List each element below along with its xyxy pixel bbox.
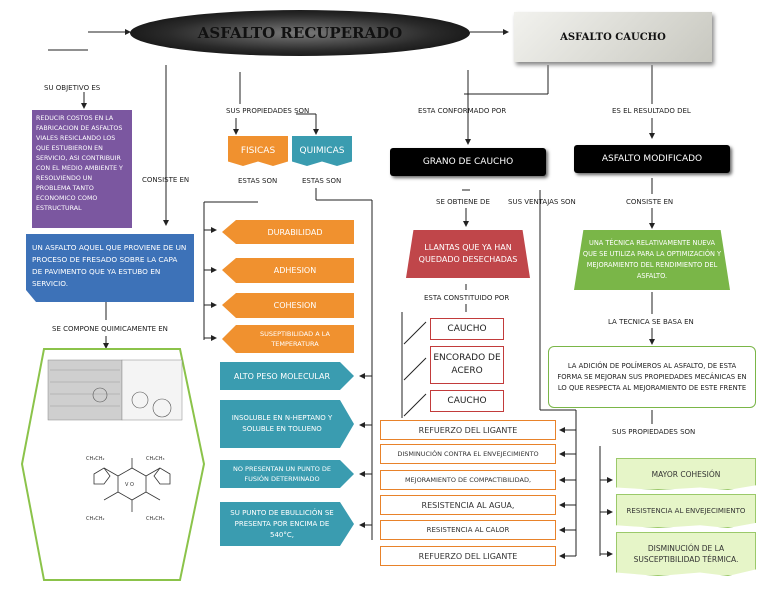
modificado-label: ASFALTO MODIFICADO [601, 154, 703, 164]
constituido-item-2: ENCORADO DE ACERO [430, 346, 504, 384]
se-obtiene-label: SE OBTIENE DE [436, 198, 490, 206]
quimicas-box: QUIMICAS [292, 136, 352, 166]
su-objetivo-label: SU OBJETIVO ES [44, 84, 101, 92]
constituido-item-3: CAUCHO [430, 390, 504, 412]
sus-ventajas-label: SUS VENTAJAS SON [508, 198, 576, 206]
ventaja-item-3: MEJORAMIENTO DE COMPACTIBILIDAD, [380, 470, 556, 490]
consiste-en-2-label: CONSISTE EN [626, 198, 674, 206]
quimicas-label: QUIMICAS [299, 146, 345, 156]
consiste-en-label: CONSISTE EN [142, 176, 190, 184]
asfalto-caucho-label: ASFALTO CAUCHO [560, 31, 666, 43]
ventaja-item-6: REFUERZO DEL LIGANTE [380, 546, 556, 566]
propiedad-text: DISMINUCIÓN DE LA SUSCEPTIBILIDAD TÉRMIC… [633, 544, 739, 564]
svg-text:CH₃CH₂: CH₃CH₂ [86, 516, 105, 522]
objetivo-text: REDUCIR COSTOS EN LA FABRICACION DE ASFA… [36, 115, 123, 212]
quimica-item-text: SU PUNTO DE EBULLICIÓN SE PRESENTA POR E… [230, 508, 334, 539]
constituido-item-1: CAUCHO [430, 318, 504, 340]
constituido-text: CAUCHO [447, 324, 487, 334]
quimica-item-1: ALTO PESO MOLECULAR [220, 362, 344, 390]
esta-constituido-label: ESTA CONSTITUIDO POR [424, 294, 510, 302]
svg-text:V O: V O [125, 482, 134, 488]
ventaja-item-4: RESISTENCIA AL AGUA, [380, 495, 556, 515]
asfalto-modificado-box: ASFALTO MODIFICADO [574, 145, 730, 173]
tecnica-text: UNA TÉCNICA RELATIVAMENTE NUEVA QUE SE U… [582, 239, 722, 280]
fisica-item-2: ADHESION [236, 258, 354, 283]
sus-propiedades-label: SUS PROPIEDADES SON [226, 107, 310, 115]
fisica-item-text: DURABILIDAD [267, 227, 323, 237]
fisicas-box: FISICAS [228, 136, 288, 166]
definition-box: UN ASFALTO AQUEL QUE PROVIENE DE UN PROC… [26, 234, 194, 302]
quimica-item-3: NO PRESENTAN UN PUNTO DE FUSIÓN DETERMIN… [220, 460, 344, 488]
propiedad-item-3: DISMINUCIÓN DE LA SUSCEPTIBILIDAD TÉRMIC… [616, 532, 756, 576]
propiedad-item-2: RESISTENCIA AL ENVEJECIMIENTO [616, 494, 756, 528]
propiedad-text: RESISTENCIA AL ENVEJECIMIENTO [626, 507, 746, 515]
quimica-item-4: SU PUNTO DE EBULLICIÓN SE PRESENTA POR E… [220, 502, 344, 546]
objetivo-box: REDUCIR COSTOS EN LA FABRICACION DE ASFA… [32, 110, 132, 228]
fisica-item-3: COHESION [236, 293, 354, 318]
fisica-item-1: DURABILIDAD [236, 220, 354, 244]
ventaja-text: REFUERZO DEL LIGANTE [418, 425, 518, 435]
llantas-text: LLANTAS QUE YA HAN QUEDADO DESECHADAS [418, 243, 518, 264]
fisica-item-text: ADHESION [273, 266, 317, 275]
fisica-item-text: COHESION [273, 301, 317, 310]
se-compone-label: SE COMPONE QUIMICAMENTE EN [52, 325, 168, 333]
definition-text: UN ASFALTO AQUEL QUE PROVIENE DE UN PROC… [32, 243, 187, 288]
quimica-item-text: NO PRESENTAN UN PUNTO DE FUSIÓN DETERMIN… [232, 465, 331, 483]
propiedad-item-1: MAYOR COHESIÓN [616, 458, 756, 490]
asfalto-caucho-box: ASFALTO CAUCHO [514, 12, 712, 62]
tecnica-basa-label: LA TECNICA SE BASA EN [608, 318, 694, 326]
grano-label: GRANO DE CAUCHO [422, 157, 514, 167]
fisicas-label: FISICAS [240, 146, 276, 156]
sus-propiedades-2-label: SUS PROPIEDADES SON [612, 428, 696, 436]
ventaja-text: RESISTENCIA AL AGUA, [421, 500, 515, 510]
svg-text:CH₂CH₃: CH₂CH₃ [146, 516, 165, 522]
ventaja-text: DISMINUCIÓN CONTRA EL ENVEJECIMIENTO [397, 450, 539, 458]
ventaja-text: RESISTENCIA AL CALOR [426, 526, 510, 534]
main-title: ASFALTO RECUPERADO [130, 10, 470, 56]
ventaja-text: MEJORAMIENTO DE COMPACTIBILIDAD, [404, 476, 532, 484]
ventaja-item-1: REFUERZO DEL LIGANTE [380, 420, 556, 440]
es-resultado-label: ES EL RESULTADO DEL [612, 107, 691, 115]
grano-caucho-box: GRANO DE CAUCHO [390, 148, 546, 176]
estas-son-fisicas: ESTAS SON [238, 177, 278, 185]
ventaja-text: REFUERZO DEL LIGANTE [418, 551, 518, 561]
main-title-text: ASFALTO RECUPERADO [197, 24, 403, 42]
fisica-item-text: SUSEPTIBILIDAD A LA TEMPERATURA [260, 330, 330, 348]
quimica-item-text: INSOLUBLE EN N-HEPTANO Y SOLUBLE EN TOLU… [231, 414, 333, 433]
fisica-item-4: SUSEPTIBILIDAD A LA TEMPERATURA [236, 325, 354, 353]
quimica-item-text: ALTO PESO MOLECULAR [233, 371, 331, 381]
adicion-text: LA ADICIÓN DE POLÍMEROS AL ASFALTO, DE E… [557, 361, 747, 392]
estas-son-quimicas: ESTAS SON [302, 177, 342, 185]
svg-text:CH₂CH₃: CH₂CH₃ [146, 456, 165, 462]
adicion-box: LA ADICIÓN DE POLÍMEROS AL ASFALTO, DE E… [548, 346, 756, 408]
tecnica-box: UNA TÉCNICA RELATIVAMENTE NUEVA QUE SE U… [574, 230, 730, 290]
quimica-item-2: INSOLUBLE EN N-HEPTANO Y SOLUBLE EN TOLU… [220, 400, 344, 448]
esta-conformado-label: ESTA CONFORMADO POR [418, 107, 507, 115]
ventaja-item-2: DISMINUCIÓN CONTRA EL ENVEJECIMIENTO [380, 444, 556, 464]
propiedad-text: MAYOR COHESIÓN [651, 469, 721, 479]
constituido-text: ENCORADO DE ACERO [433, 353, 501, 376]
ventaja-item-5: RESISTENCIA AL CALOR [380, 520, 556, 540]
svg-text:CH₃CH₂: CH₃CH₂ [86, 456, 105, 462]
llantas-box: LLANTAS QUE YA HAN QUEDADO DESECHADAS [406, 230, 530, 278]
constituido-text: CAUCHO [447, 396, 487, 406]
